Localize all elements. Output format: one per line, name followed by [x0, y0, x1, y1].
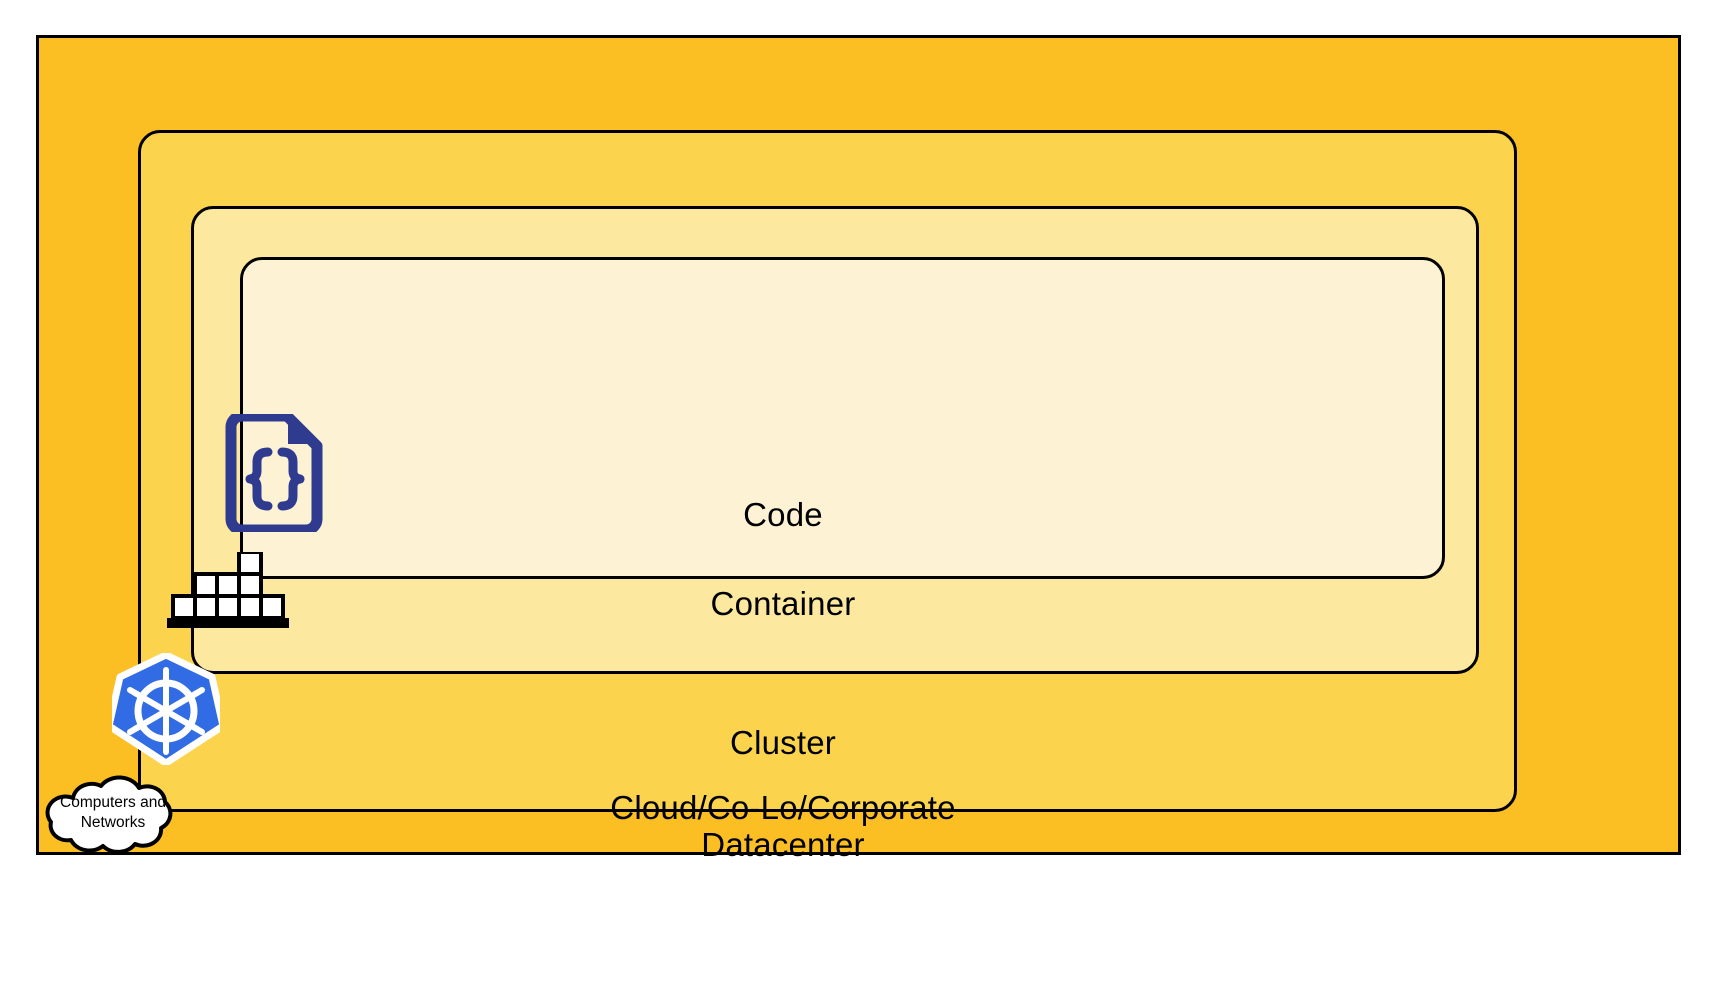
layer-label-container: Container — [710, 585, 856, 622]
layer-label-cluster: Cluster — [730, 724, 836, 761]
layer-code — [240, 257, 1445, 579]
container-boxes-icon — [167, 550, 289, 628]
kubernetes-icon — [105, 651, 227, 767]
code-document-icon — [221, 410, 325, 536]
layer-label-datacenter: Cloud/Co-Lo/Corporate Datacenter — [610, 789, 956, 863]
layer-label-code: Code — [743, 496, 823, 533]
cloud-computers-and-networks — [33, 772, 193, 860]
layer-datacenter — [36, 35, 1681, 855]
